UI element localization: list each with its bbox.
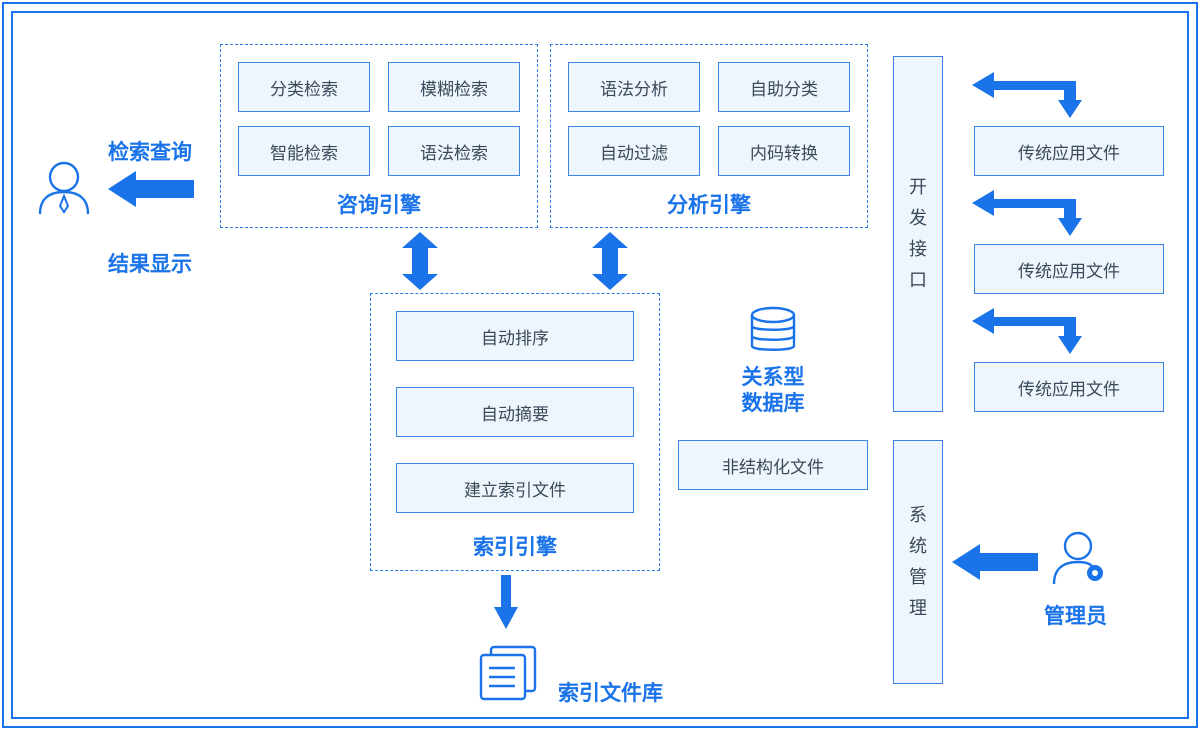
analysis-engine-item: 语法分析 xyxy=(568,62,700,112)
database-label: 关系型 数据库 xyxy=(720,364,826,416)
arrow-down-icon xyxy=(494,575,518,629)
legacy-file-box: 传统应用文件 xyxy=(974,362,1164,412)
index-library-label: 索引文件库 xyxy=(558,681,663,705)
index-engine-title: 索引引擎 xyxy=(473,535,557,559)
index-engine-item: 自动摘要 xyxy=(396,387,634,437)
query-engine-title: 咨询引擎 xyxy=(337,193,421,217)
index-engine-item: 自动排序 xyxy=(396,311,634,361)
user-icon xyxy=(38,161,90,215)
elbow-double-arrow-icon xyxy=(972,72,1082,118)
analysis-engine-item: 自动过滤 xyxy=(568,126,700,176)
query-engine-item: 模糊检索 xyxy=(388,62,520,112)
arrow-left-icon xyxy=(108,171,194,207)
elbow-double-arrow-icon xyxy=(972,308,1082,354)
elbow-double-arrow-icon xyxy=(972,190,1082,236)
double-arrow-vertical-icon xyxy=(592,232,628,290)
arrow-left-icon xyxy=(952,544,1038,580)
analysis-engine-item: 内码转换 xyxy=(718,126,850,176)
system-management-char: 系 xyxy=(909,505,927,526)
query-engine-item: 智能检索 xyxy=(238,126,370,176)
system-management-char: 理 xyxy=(909,598,927,619)
dev-interface-char: 口 xyxy=(909,270,927,291)
index-engine-panel xyxy=(370,293,660,571)
legacy-file-box: 传统应用文件 xyxy=(974,126,1164,176)
analysis-engine-title: 分析引擎 xyxy=(667,193,751,217)
index-engine-item: 建立索引文件 xyxy=(396,463,634,513)
system-management-char: 管 xyxy=(909,567,927,588)
database-label-line2: 数据库 xyxy=(741,391,805,415)
dev-interface-char: 发 xyxy=(909,208,927,229)
admin-user-icon xyxy=(1052,531,1103,585)
database-label-line1: 关系型 xyxy=(741,365,805,389)
query-engine-panel xyxy=(220,44,538,228)
legacy-file-box: 传统应用文件 xyxy=(974,244,1164,294)
unstructured-files-box: 非结构化文件 xyxy=(678,440,868,490)
document-stack-icon xyxy=(479,645,537,701)
dev-interface-char: 开 xyxy=(909,177,927,198)
search-query-label: 检索查询 xyxy=(108,140,192,164)
analysis-engine-panel xyxy=(550,44,868,228)
dev-interface-char: 接 xyxy=(909,239,927,260)
database-icon xyxy=(750,306,796,351)
query-engine-item: 语法检索 xyxy=(388,126,520,176)
double-arrow-vertical-icon xyxy=(402,232,438,290)
query-engine-item: 分类检索 xyxy=(238,62,370,112)
system-management-char: 统 xyxy=(909,536,927,557)
dev-interface-panel: 开 发 接 口 xyxy=(893,56,943,412)
inner-frame xyxy=(11,11,1189,719)
admin-label: 管理员 xyxy=(1044,604,1107,628)
result-display-label: 结果显示 xyxy=(108,252,192,276)
system-management-panel: 系 统 管 理 xyxy=(893,440,943,684)
analysis-engine-item: 自助分类 xyxy=(718,62,850,112)
